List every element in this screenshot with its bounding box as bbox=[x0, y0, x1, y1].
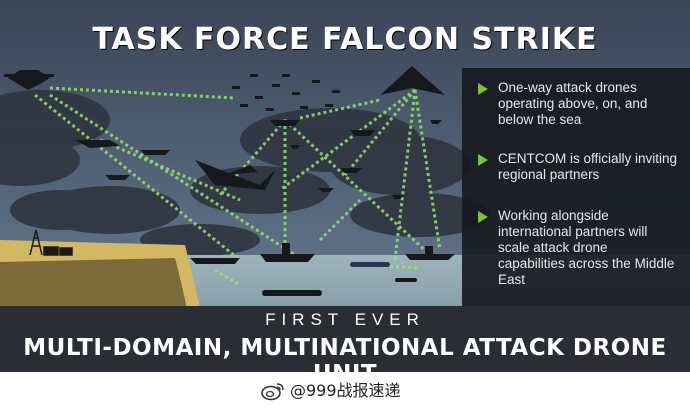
small-drone-icon bbox=[392, 195, 404, 199]
underwater-drone-icon bbox=[262, 290, 322, 296]
bullet-text: Working alongside international partners… bbox=[498, 208, 675, 287]
small-drone-icon bbox=[270, 120, 300, 126]
boat-icon bbox=[260, 254, 315, 262]
bullet-text: CENTCOM is officially inviting regional … bbox=[498, 151, 678, 182]
bullet-item: CENTCOM is officially inviting regional … bbox=[478, 151, 678, 183]
bullet-item: Working alongside international partners… bbox=[478, 208, 678, 288]
drones-air bbox=[4, 66, 445, 199]
small-drone-icon bbox=[290, 145, 300, 149]
drone-swarm bbox=[232, 74, 340, 111]
title-bar: TASK FORCE FALCON STRIKE bbox=[0, 14, 690, 66]
sensor-links bbox=[34, 86, 442, 287]
small-drone-icon bbox=[105, 175, 130, 180]
small-drone-icon bbox=[430, 120, 442, 124]
surface-vessels bbox=[190, 243, 455, 264]
green-triangle-icon bbox=[478, 211, 488, 223]
underwater-drone-icon bbox=[350, 262, 390, 267]
page-title: TASK FORCE FALCON STRIKE bbox=[92, 22, 598, 57]
small-drone-icon bbox=[75, 140, 120, 148]
flying-wing-drone-icon bbox=[380, 66, 445, 95]
small-drone-icon bbox=[350, 130, 375, 136]
small-drone-icon bbox=[318, 188, 334, 192]
info-panel: One-way attack drones operating above, o… bbox=[462, 68, 690, 308]
small-drone-icon bbox=[340, 168, 362, 173]
banner-main-heading: MULTI-DOMAIN, MULTINATIONAL ATTACK DRONE… bbox=[23, 335, 667, 372]
boat-icon bbox=[190, 258, 240, 264]
underwater-drones bbox=[262, 262, 417, 296]
fixed-wing-drone-icon bbox=[195, 160, 275, 190]
watermark-bar: @999战报速递 bbox=[0, 372, 690, 409]
bottom-banner: FIRST EVER MULTI-DOMAIN, MULTINATIONAL A… bbox=[0, 306, 690, 372]
green-triangle-icon bbox=[478, 83, 488, 95]
weibo-icon bbox=[261, 383, 284, 401]
bullet-text: One-way attack drones operating above, o… bbox=[498, 80, 648, 127]
banner-sub-heading: FIRST EVER bbox=[265, 310, 425, 329]
infographic: TASK FORCE FALCON STRIKE One-way attack … bbox=[0, 0, 690, 372]
underwater-drone-icon bbox=[395, 278, 417, 282]
boat-icon bbox=[405, 254, 455, 260]
oil-derrick-icon bbox=[29, 229, 73, 256]
bullet-item: One-way attack drones operating above, o… bbox=[478, 80, 678, 128]
watermark-text: @999战报速递 bbox=[290, 381, 401, 400]
green-triangle-icon bbox=[478, 154, 488, 166]
small-drone-icon bbox=[140, 150, 170, 155]
